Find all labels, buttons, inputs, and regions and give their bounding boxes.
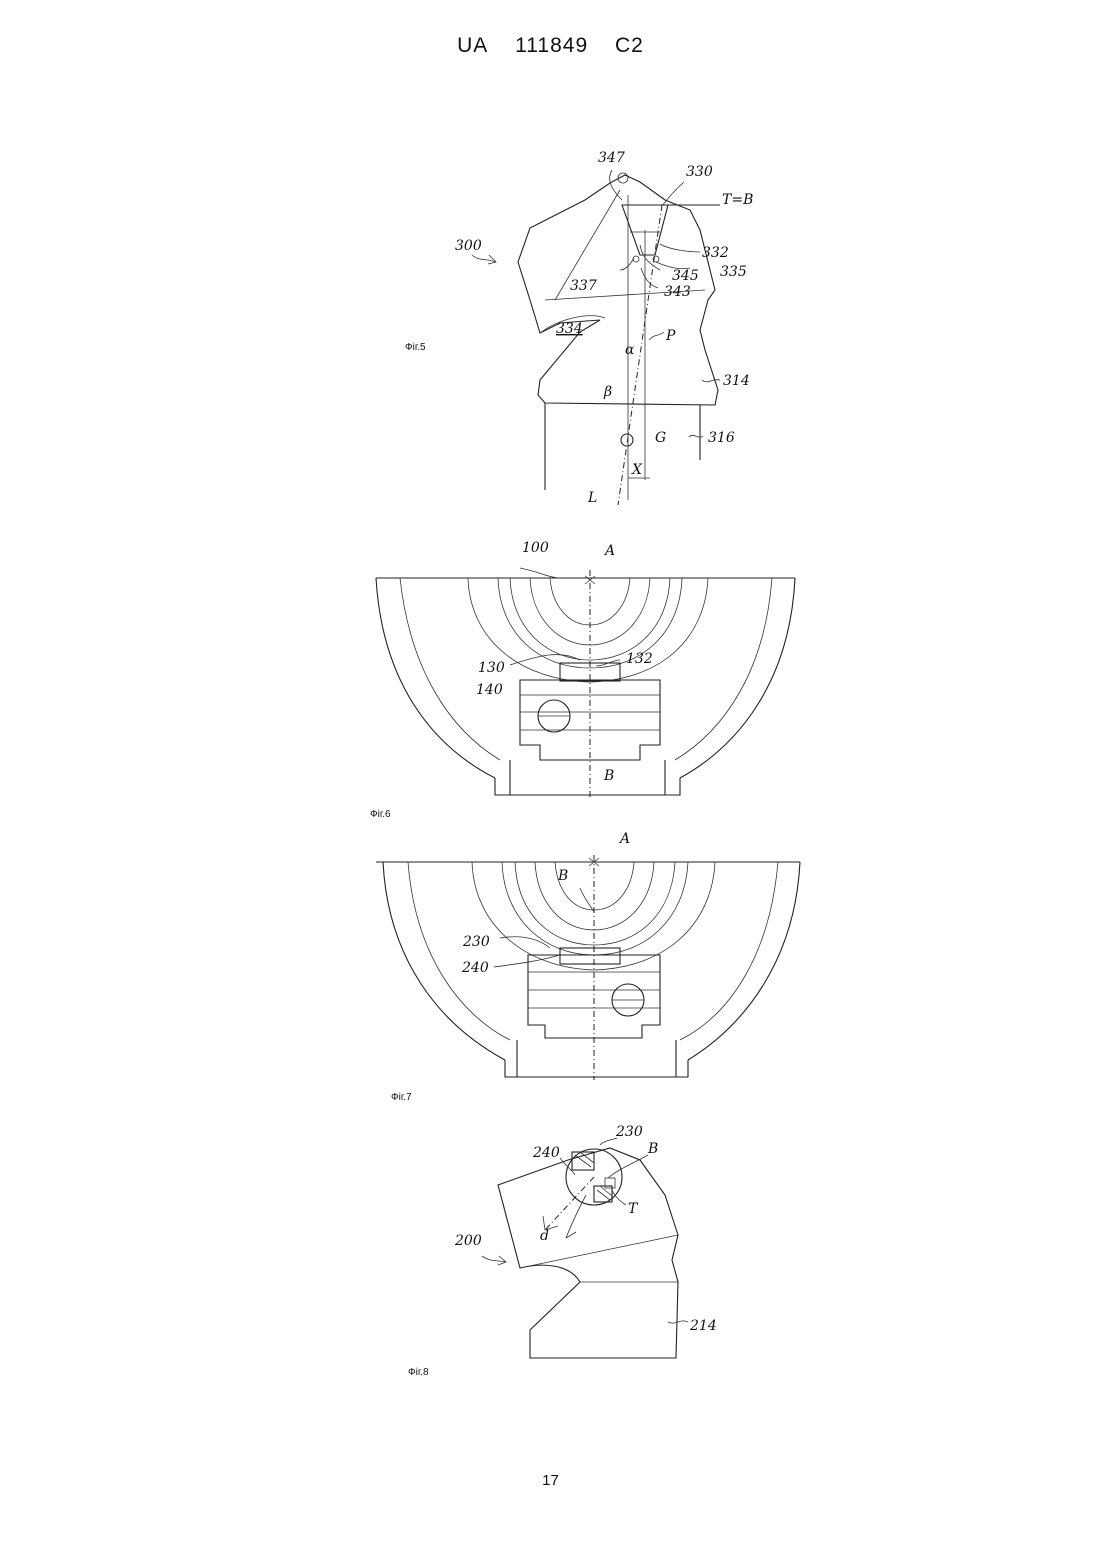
figure-5-caption: Фіг.5 xyxy=(405,342,426,353)
ref-t: T xyxy=(628,1201,639,1217)
ref-230: 230 xyxy=(615,1124,643,1140)
figure-7-caption: Фіг.7 xyxy=(391,1092,412,1103)
ref-l: L xyxy=(587,490,597,506)
fig6-labels: 100 A 130 132 140 B xyxy=(476,540,653,784)
ref-b: B xyxy=(647,1141,658,1157)
figure-8-caption: Фіг.8 xyxy=(408,1367,429,1378)
ref-347: 347 xyxy=(598,150,625,166)
fig6-body xyxy=(376,568,795,800)
ref-240: 240 xyxy=(461,960,489,976)
ref-200: 200 xyxy=(454,1233,482,1249)
ref-330: 330 xyxy=(686,164,713,180)
ref-t-equals-b: T=B xyxy=(722,192,753,208)
ref-334: 334 xyxy=(556,321,583,337)
ref-beta: β xyxy=(603,384,612,400)
page-number: 17 xyxy=(0,1472,1101,1489)
ref-g: G xyxy=(655,430,666,446)
ref-345: 345 xyxy=(672,268,699,284)
ref-343: 343 xyxy=(664,284,691,300)
ref-316: 316 xyxy=(708,430,735,446)
ref-314: 314 xyxy=(723,373,750,389)
ref-b: B xyxy=(557,868,568,884)
ref-214: 214 xyxy=(689,1318,717,1334)
ref-130: 130 xyxy=(478,660,505,676)
ref-230: 230 xyxy=(462,934,490,950)
ref-332: 332 xyxy=(702,245,729,261)
ref-d: d xyxy=(540,1228,549,1244)
ref-alpha: α xyxy=(625,342,635,358)
fig5-body xyxy=(472,170,720,505)
ref-335: 335 xyxy=(720,264,747,280)
fig8-body xyxy=(482,1138,688,1358)
ref-132: 132 xyxy=(626,651,653,667)
ref-100: 100 xyxy=(522,540,549,556)
ref-240: 240 xyxy=(532,1145,560,1161)
ref-a: A xyxy=(618,831,630,847)
ref-b: B xyxy=(603,768,614,784)
fig5-labels: 347 330 T=B 300 332 345 335 337 343 334 … xyxy=(455,150,753,506)
ref-p: P xyxy=(665,328,676,344)
ref-x: X xyxy=(631,462,643,478)
fig7-body xyxy=(376,855,800,1080)
ref-a: A xyxy=(603,543,615,559)
figure-6-caption: Фіг.6 xyxy=(370,809,391,820)
ref-300: 300 xyxy=(455,238,482,254)
ref-140: 140 xyxy=(476,682,503,698)
ref-337: 337 xyxy=(570,278,597,294)
